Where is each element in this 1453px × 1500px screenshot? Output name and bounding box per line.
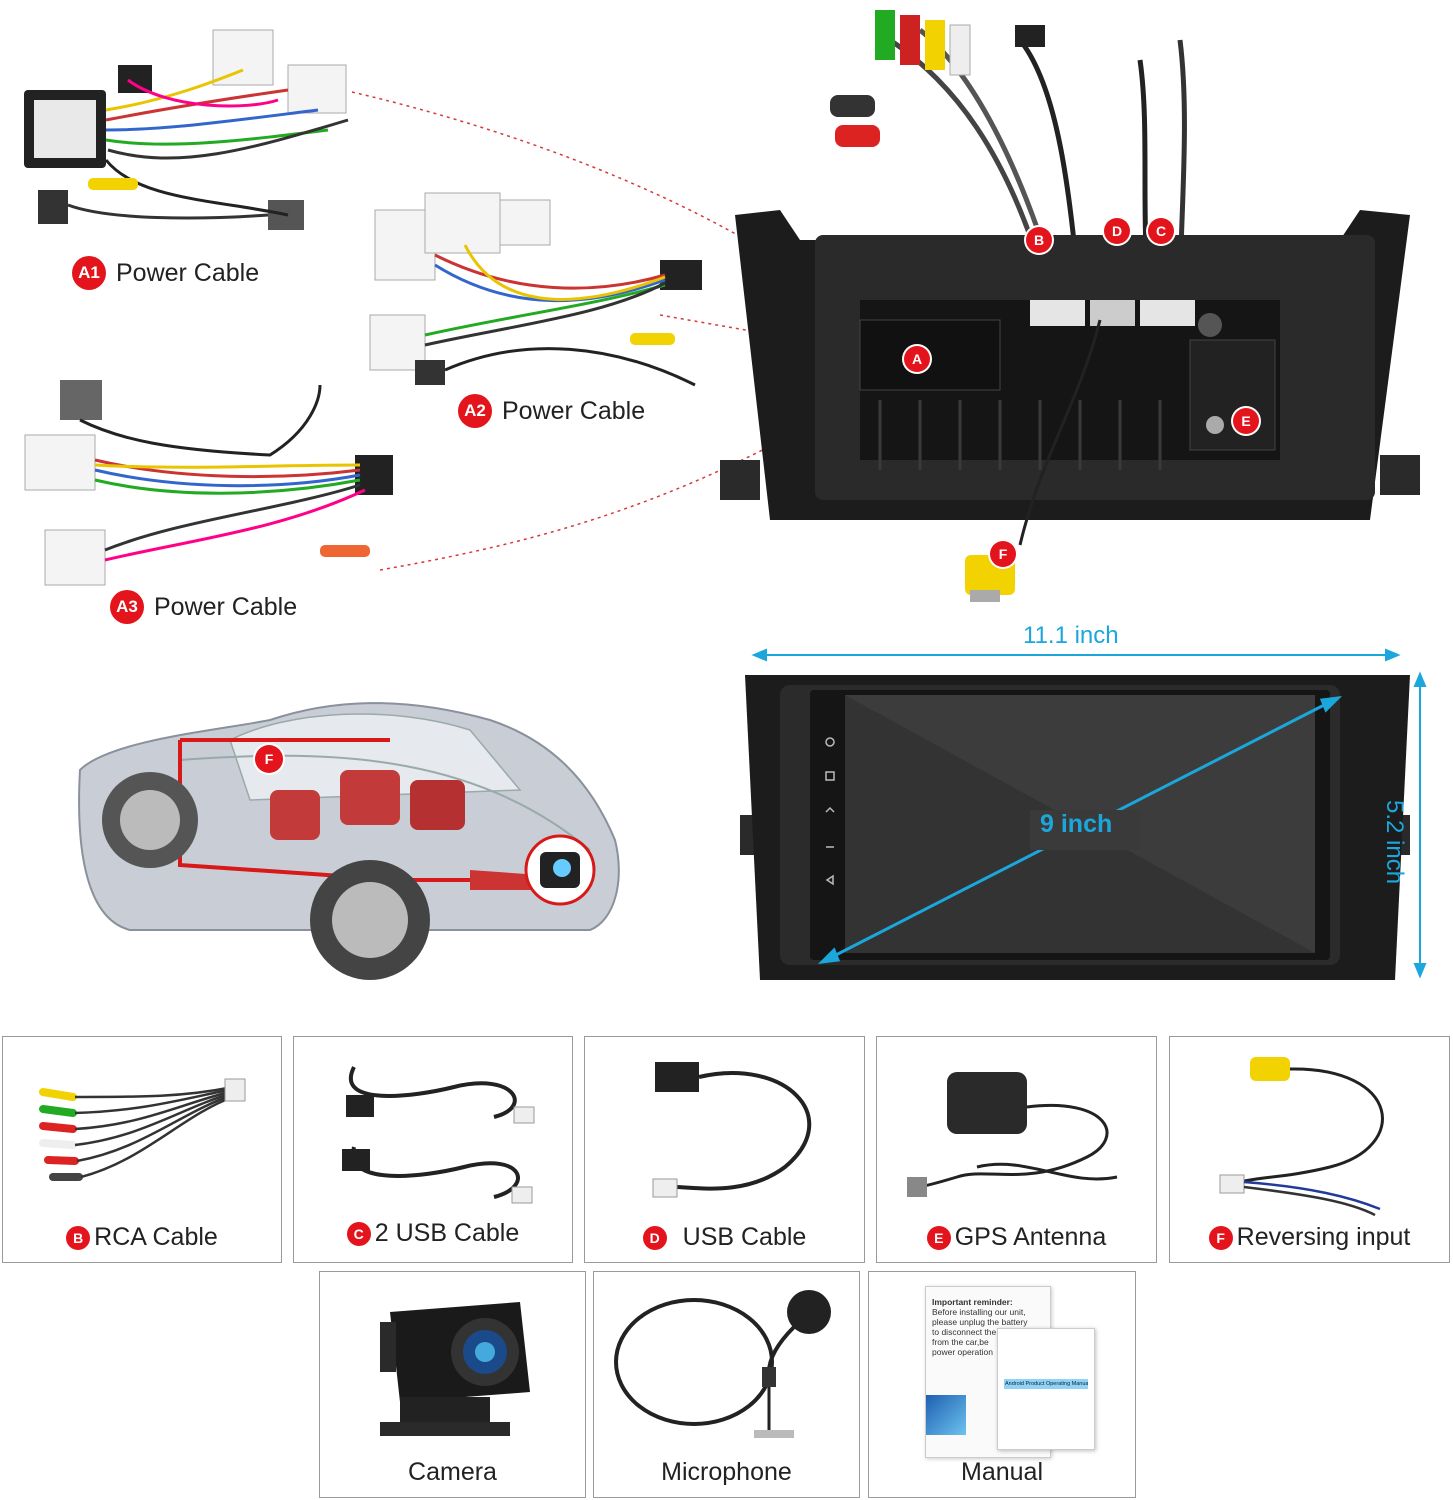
usb-cable-caption: D USB Cable <box>585 1223 864 1252</box>
2-usb-cable-caption: C 2 USB Cable <box>294 1219 572 1248</box>
accessory-usb-cable: D USB Cable <box>584 1036 865 1263</box>
accessory-gps-antenna: E GPS Antenna <box>876 1036 1157 1263</box>
gps-antenna-icon <box>907 1072 1118 1197</box>
power-cable-a3-caption: A3 Power Cable <box>110 590 297 624</box>
camera-caption: Camera <box>320 1458 585 1487</box>
port-badge-f: F <box>990 541 1016 567</box>
rca-cable-label: RCA Cable <box>94 1223 218 1251</box>
usb-cable-label: USB Cable <box>682 1223 807 1251</box>
microphone-label: Microphone <box>661 1458 792 1486</box>
manual-line-5: power operation <box>932 1347 993 1357</box>
port-badge-a: A <box>904 346 930 372</box>
width-dimension-label: 11.1 inch <box>1023 622 1119 649</box>
accessory-reversing-input: F Reversing input <box>1169 1036 1450 1263</box>
port-badge-b: B <box>1026 227 1052 253</box>
accessory-camera: Camera <box>319 1271 586 1498</box>
power-cable-a3-image <box>20 370 400 600</box>
power-cable-a1-caption: A1 Power Cable <box>72 256 259 290</box>
badge-f: F <box>1208 1225 1233 1250</box>
2-usb-cable-label: 2 USB Cable <box>374 1219 520 1247</box>
badge-b: B <box>66 1225 91 1250</box>
power-cable-a1-label: Power Cable <box>116 258 260 287</box>
microphone-icon <box>614 1290 831 1438</box>
accessory-2-usb-cable: C 2 USB Cable <box>293 1036 573 1263</box>
manual-line-1: Before installing our unit, <box>932 1307 1026 1317</box>
gps-antenna-label: GPS Antenna <box>954 1223 1107 1251</box>
port-badge-d: D <box>1104 218 1130 244</box>
manual-line-3: to disconnect the <box>932 1327 997 1337</box>
manual-booklet: Android Product Operating Manual <box>997 1328 1095 1450</box>
car-badge-f: F <box>255 745 283 773</box>
power-cable-a3-label: Power Cable <box>154 592 298 621</box>
badge-a1: A1 <box>72 256 106 290</box>
accessory-microphone: Microphone <box>593 1271 860 1498</box>
accessory-manual: Important reminder: Before installing ou… <box>868 1271 1136 1498</box>
power-cable-a2-label: Power Cable <box>502 396 646 425</box>
reversing-input-label: Reversing input <box>1236 1223 1411 1251</box>
reversing-input-caption: F Reversing input <box>1170 1223 1449 1252</box>
manual-caption: Manual <box>869 1458 1135 1487</box>
power-cable-a2-image <box>365 185 715 405</box>
height-dimension-label: 5.2 inch <box>1381 800 1408 885</box>
badge-a3: A3 <box>110 590 144 624</box>
manual-reminder-title: Important reminder: <box>932 1297 1013 1307</box>
head-unit-front-image <box>730 640 1453 1000</box>
manual-label: Manual <box>961 1458 1043 1486</box>
usb-cable-pair-icon <box>342 1066 535 1204</box>
power-cable-a1-image <box>18 20 358 250</box>
car-cutaway-image <box>70 680 630 1000</box>
head-unit-rear-image <box>720 0 1420 610</box>
power-cable-a2-caption: A2 Power Cable <box>458 394 645 428</box>
rca-cable-caption: B RCA Cable <box>3 1223 281 1252</box>
badge-a2: A2 <box>458 394 492 428</box>
gps-antenna-caption: E GPS Antenna <box>877 1223 1156 1252</box>
badge-c: C <box>346 1221 371 1246</box>
badge-e: E <box>926 1225 951 1250</box>
accessory-rca-cable: B RCA Cable <box>2 1036 282 1263</box>
microphone-caption: Microphone <box>594 1458 859 1487</box>
camera-label: Camera <box>408 1458 497 1486</box>
reversing-input-cable-icon <box>1219 1057 1384 1217</box>
diagonal-dimension-label: 9 inch <box>1040 810 1113 838</box>
badge-d: D <box>642 1225 667 1250</box>
camera-icon <box>380 1302 530 1436</box>
manual-cover-stripe <box>926 1395 966 1435</box>
manual-line-2: please unplug the battery <box>932 1317 1028 1327</box>
usb-cable-icon <box>652 1062 811 1198</box>
port-badge-e: E <box>1233 408 1259 434</box>
port-badge-c: C <box>1148 218 1174 244</box>
manual-line-4: from the car,be <box>932 1337 989 1347</box>
manual-booklet-title: Android Product Operating Manual <box>1004 1379 1088 1389</box>
rca-cable-icon <box>39 1078 246 1181</box>
